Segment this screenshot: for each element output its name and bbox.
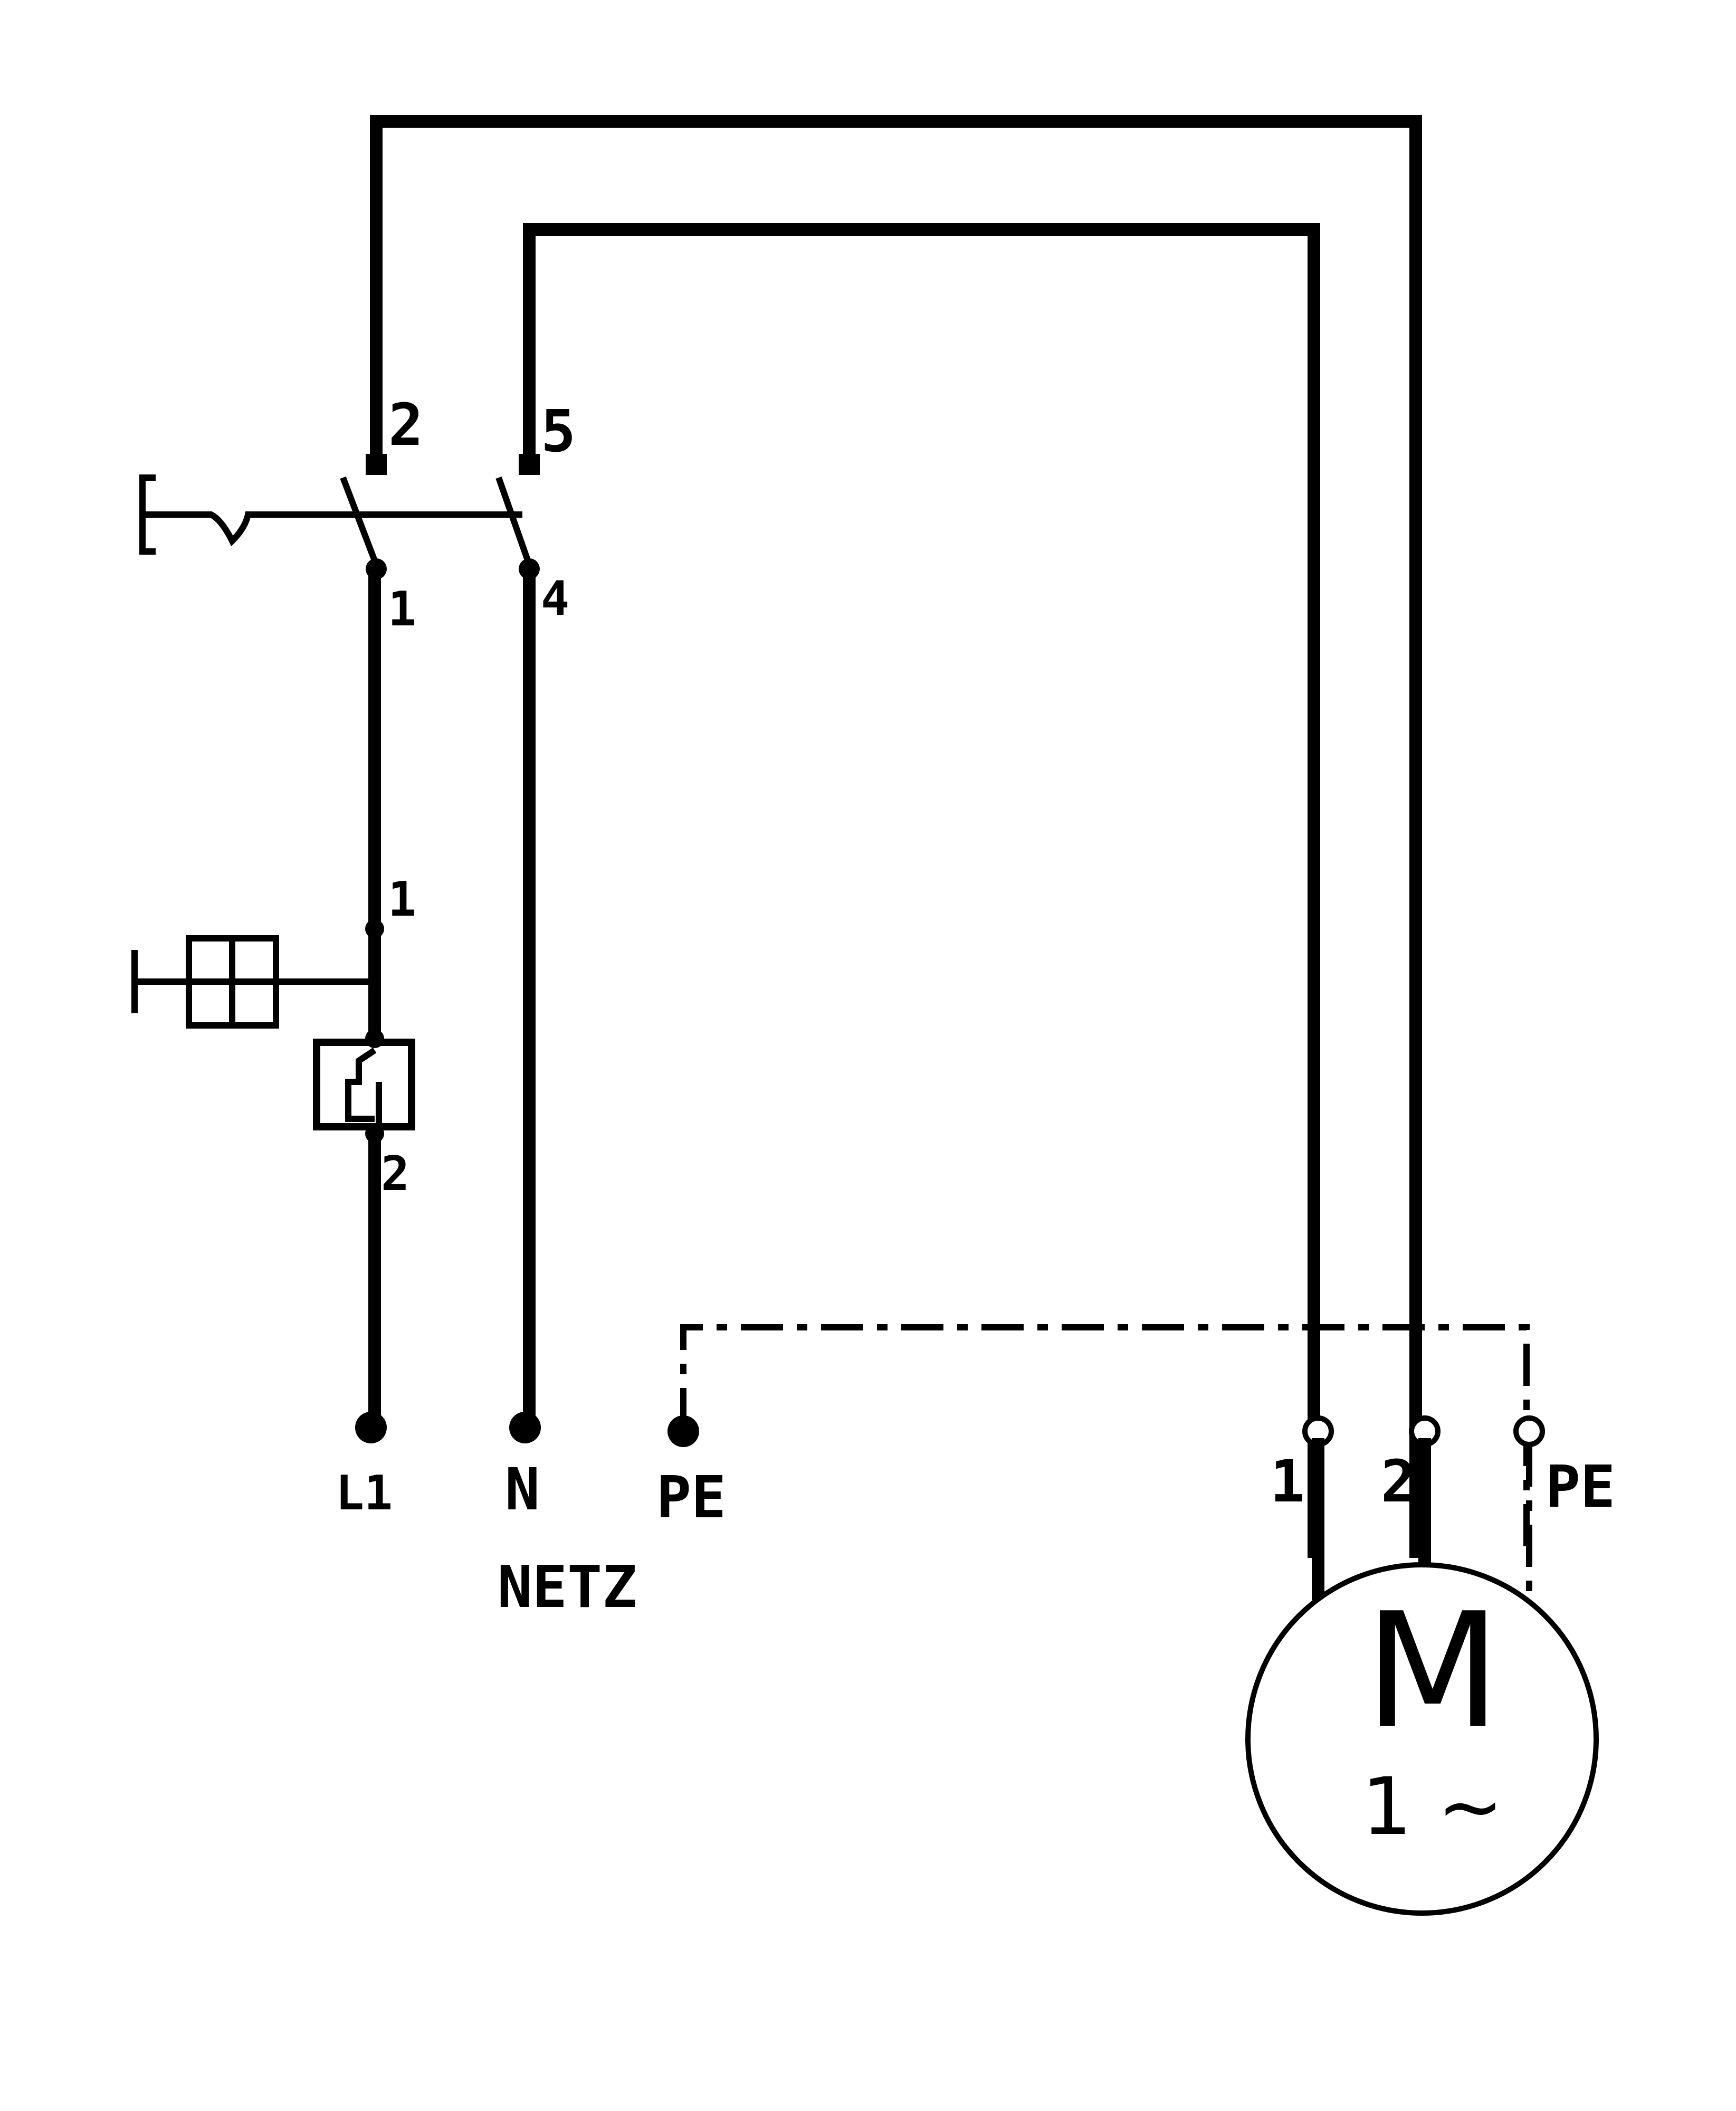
switch-blade-right bbox=[495, 477, 532, 566]
terminal-l1 bbox=[355, 1412, 387, 1443]
fuse-contact-2 bbox=[365, 1124, 384, 1143]
label-switch-2: 2 bbox=[388, 391, 423, 459]
label-button-1: 1 bbox=[388, 872, 416, 927]
wire-switch5-to-motor1 bbox=[523, 223, 1320, 1558]
button-contact-1 bbox=[365, 919, 384, 938]
thermal-fuse-icon bbox=[313, 1039, 415, 1130]
label-switch-1: 1 bbox=[388, 582, 416, 637]
label-motor-pe: PE bbox=[1546, 1453, 1615, 1520]
motor-icon bbox=[1245, 1562, 1599, 1916]
wire-pe bbox=[680, 1324, 1530, 1560]
switch-contact-5 bbox=[519, 454, 540, 475]
label-switch-4: 4 bbox=[541, 571, 569, 626]
label-motor-2: 2 bbox=[1381, 1448, 1416, 1515]
wire-switch2-to-motor2 bbox=[370, 115, 1422, 1558]
terminal-pe bbox=[667, 1415, 699, 1447]
label-motor-1: 1 bbox=[1270, 1448, 1305, 1515]
label-fuse-2: 2 bbox=[381, 1146, 409, 1202]
label-n: N bbox=[505, 1456, 540, 1523]
switch-blade-left bbox=[340, 476, 379, 566]
label-l1: L1 bbox=[336, 1466, 393, 1521]
switch-actuator-icon bbox=[139, 474, 522, 555]
motor-terminal-pe bbox=[1513, 1415, 1545, 1447]
label-pe: PE bbox=[656, 1463, 726, 1531]
label-netz: NETZ bbox=[498, 1553, 637, 1621]
motor-symbol: M bbox=[1365, 1579, 1501, 1763]
fuse-contact-top bbox=[365, 1029, 384, 1048]
terminal-n bbox=[509, 1412, 541, 1443]
switch-contact-2 bbox=[366, 454, 387, 475]
label-switch-5: 5 bbox=[541, 397, 576, 465]
pushbutton-icon bbox=[186, 935, 279, 1029]
motor-phases: 1 ~ bbox=[1362, 1761, 1504, 1853]
